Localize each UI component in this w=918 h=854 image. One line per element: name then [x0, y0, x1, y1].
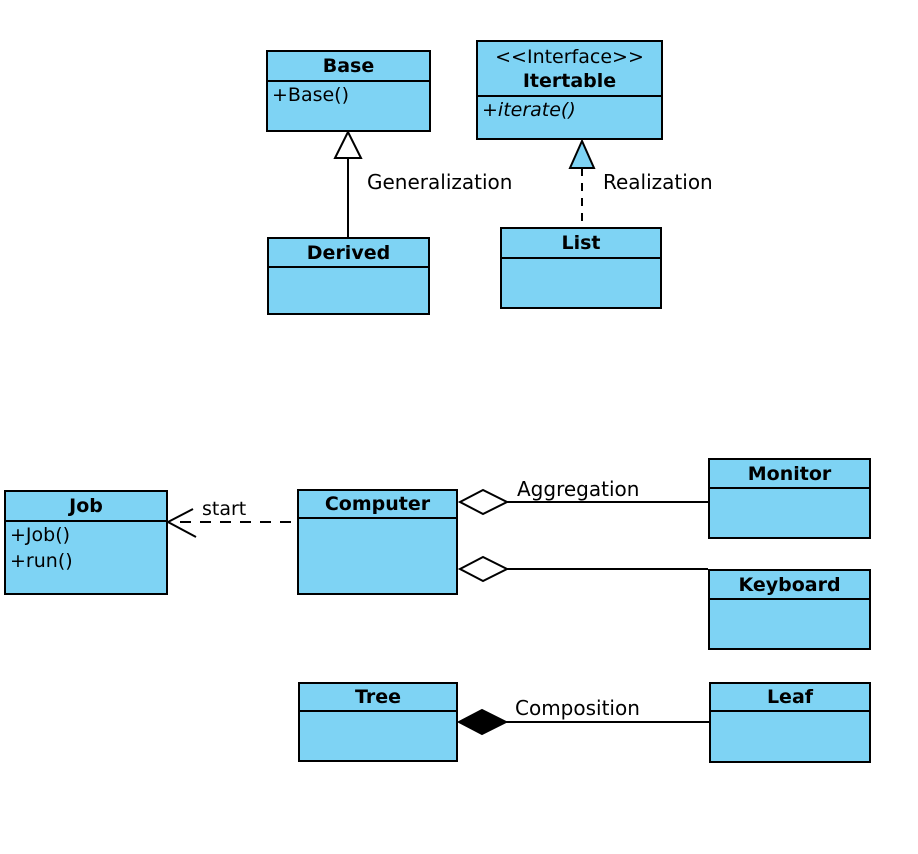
- aggregation-edge-keyboard: [457, 555, 708, 583]
- generalization-edge: [333, 129, 363, 237]
- class-title: Keyboard: [710, 571, 869, 600]
- class-title: Tree: [300, 684, 456, 712]
- class-method: +Base(): [272, 84, 350, 106]
- class-title: Computer: [299, 491, 456, 519]
- class-title: <<Interface>> Itertable: [478, 42, 661, 97]
- class-box-keyboard: Keyboard: [708, 569, 871, 650]
- class-box-derived: Derived: [267, 237, 430, 315]
- class-title: Monitor: [710, 460, 869, 489]
- class-title: Leaf: [711, 684, 869, 712]
- class-box-list: List: [500, 227, 662, 309]
- class-box-itertable: <<Interface>> Itertable +iterate(): [476, 40, 663, 140]
- class-box-job: Job +Job() +run(): [4, 490, 168, 595]
- class-methods: +Base(): [268, 82, 429, 130]
- class-methods: [300, 712, 456, 760]
- realization-triangle-icon: [568, 138, 596, 169]
- class-methods: +Job() +run(): [6, 522, 166, 593]
- class-methods: [710, 600, 869, 648]
- class-box-monitor: Monitor: [708, 458, 871, 539]
- edge-label-start: start: [202, 498, 247, 520]
- composition-diamond-icon: [456, 708, 509, 736]
- aggregation-diamond-icon: [457, 555, 510, 583]
- class-title: List: [502, 229, 660, 259]
- class-box-base: Base +Base(): [266, 50, 431, 132]
- class-title: Base: [268, 52, 429, 82]
- edge-label-composition: Composition: [515, 696, 640, 720]
- class-methods: [502, 259, 660, 307]
- class-methods: [269, 268, 428, 313]
- class-method: +run(): [10, 550, 73, 572]
- class-name: Itertable: [522, 69, 617, 92]
- class-method: +iterate(): [482, 99, 576, 121]
- class-methods: +iterate(): [478, 97, 661, 138]
- aggregation-diamond-icon: [457, 488, 510, 516]
- class-title: Job: [6, 492, 166, 522]
- class-box-leaf: Leaf: [709, 682, 871, 763]
- class-stereotype: <<Interface>>: [495, 45, 644, 68]
- class-methods: [299, 519, 456, 593]
- edge-label-realization: Realization: [603, 170, 713, 194]
- class-methods: [710, 489, 869, 537]
- generalization-triangle-icon: [333, 129, 363, 159]
- class-box-computer: Computer: [297, 489, 458, 595]
- class-title: Derived: [269, 239, 428, 268]
- realization-edge: [568, 138, 596, 227]
- class-method: +Job(): [10, 524, 71, 546]
- edge-label-generalization: Generalization: [367, 170, 513, 194]
- class-box-tree: Tree: [298, 682, 458, 762]
- dependency-arrowhead-icon: [165, 508, 197, 538]
- class-methods: [711, 712, 869, 761]
- edge-label-aggregation: Aggregation: [517, 477, 640, 501]
